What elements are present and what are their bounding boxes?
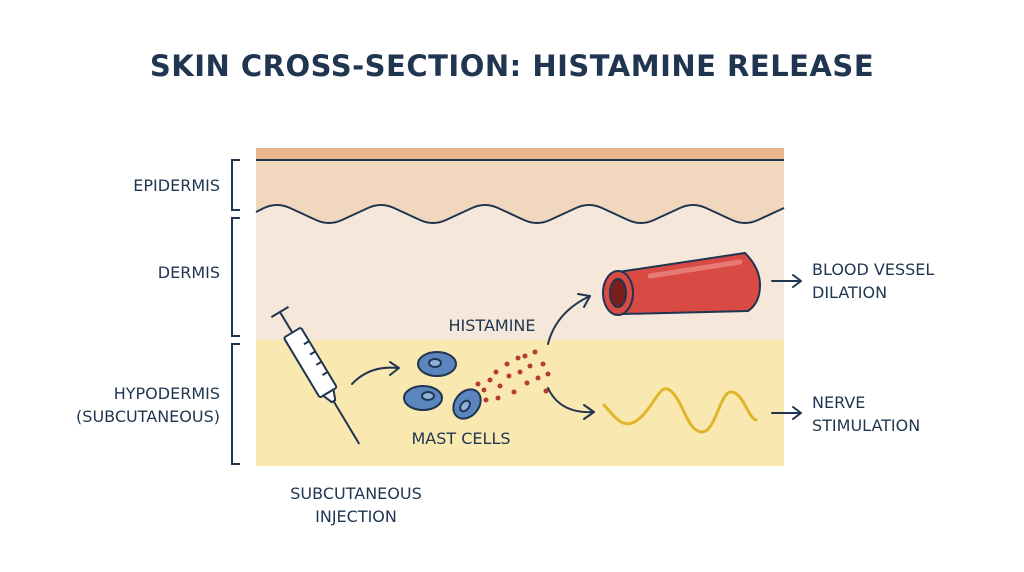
mast-cell-icon — [452, 388, 482, 420]
histamine-to-nerve-arrow — [547, 387, 595, 420]
injection-to-mast-cells-arrow — [351, 361, 400, 385]
blood-vessel-icon — [602, 251, 762, 316]
skin-surface — [256, 148, 784, 160]
diagram-title: SKIN CROSS-SECTION: HISTAMINE RELEASE — [150, 49, 874, 83]
epidermis-bracket — [231, 159, 240, 211]
nerve-label-line2: STIMULATION — [812, 416, 920, 435]
dermal-junction-wave — [255, 204, 785, 224]
mast-cells-label: MAST CELLS — [411, 429, 510, 448]
dermis-bracket — [231, 217, 240, 337]
subcutaneous-label: (SUBCUTANEOUS) — [76, 407, 220, 426]
hypodermis-layer — [256, 340, 784, 466]
hypodermis-bracket — [231, 343, 240, 465]
injection-label-line1: SUBCUTANEOUS — [290, 484, 421, 503]
mast-cells-group — [403, 351, 482, 420]
mast-cell-icon — [417, 351, 457, 377]
histamine-particles — [475, 349, 551, 403]
injection-label-line2: INJECTION — [315, 507, 397, 526]
epidermis-label: EPIDERMIS — [133, 176, 220, 195]
hypodermis-label: HYPODERMIS — [114, 384, 220, 403]
histamine-label: HISTAMINE — [449, 316, 536, 335]
histamine-to-vessel-arrow — [547, 293, 591, 345]
epidermis-layer — [256, 148, 784, 223]
vessel-outcome-arrow — [771, 274, 802, 288]
vessel-label-line1: BLOOD VESSEL — [812, 260, 934, 279]
dermis-label: DERMIS — [158, 263, 220, 282]
mast-cell-icon — [403, 385, 443, 411]
vessel-label-line2: DILATION — [812, 283, 887, 302]
syringe-icon — [270, 305, 361, 445]
nerve-wave-icon — [602, 387, 758, 434]
nerve-label-line1: NERVE — [812, 393, 865, 412]
nerve-outcome-arrow — [771, 406, 802, 420]
